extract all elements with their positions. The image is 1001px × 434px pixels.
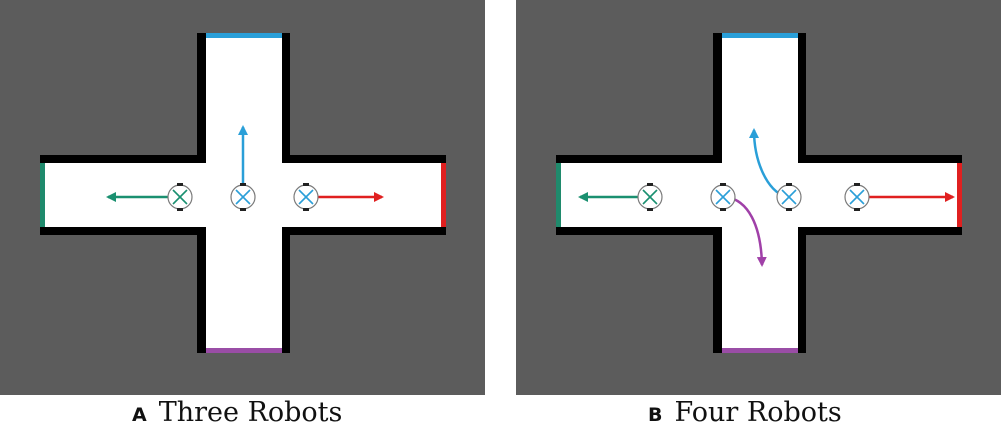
robot-icon: [230, 183, 256, 211]
robot-icon: [637, 183, 663, 211]
caption-b: B Four Robots: [648, 397, 842, 431]
caption-a: A Three Robots: [132, 397, 342, 431]
exit-east: [957, 163, 962, 227]
robot-icon: [710, 183, 736, 211]
robot-icon: [844, 183, 870, 211]
exit-west: [556, 163, 561, 227]
robot-icon: [293, 183, 319, 211]
exit-north: [206, 33, 282, 38]
exit-west: [40, 163, 45, 227]
caption-title: Three Robots: [158, 397, 343, 428]
exit-east: [441, 163, 446, 227]
exit-south: [206, 348, 282, 353]
caption-letter: A: [132, 404, 147, 426]
intersection-diagram-a: [0, 0, 485, 395]
exit-north: [722, 33, 798, 38]
panel-four-robots: [516, 0, 1001, 395]
caption-letter: B: [648, 404, 663, 426]
robot-icon: [167, 183, 193, 211]
caption-title: Four Robots: [674, 397, 842, 428]
exit-south: [722, 348, 798, 353]
panel-three-robots: [0, 0, 485, 395]
intersection-diagram-b: [516, 0, 1001, 395]
robot-icon: [776, 183, 802, 211]
